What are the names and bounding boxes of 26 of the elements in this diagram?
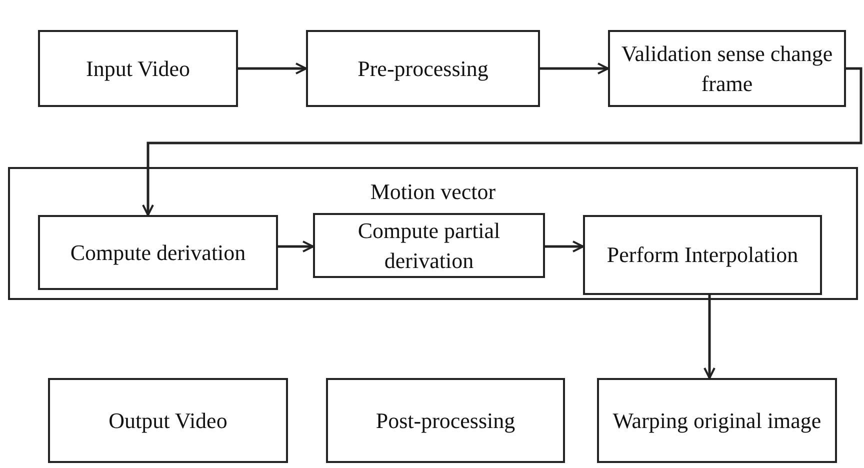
box-label: Compute derivation <box>69 238 247 267</box>
process-box <box>313 213 545 278</box>
box-label: Pre-processing <box>356 54 490 83</box>
process-box <box>583 215 822 295</box>
arrow <box>278 240 314 252</box>
group-box <box>8 167 858 300</box>
box-label: Post-processing <box>374 406 516 435</box>
arrow <box>545 240 584 252</box>
box-label: Validation sense change frame <box>620 40 834 98</box>
process-box <box>38 215 278 290</box>
process-box <box>48 378 288 463</box>
arrow <box>238 62 307 74</box>
process-box <box>597 378 837 463</box>
process-box <box>306 30 540 107</box>
process-box <box>38 30 238 107</box>
arrow <box>142 67 862 216</box>
group-title: Motion vector <box>369 178 497 206</box>
box-label: Perform Interpolation <box>606 241 800 270</box>
process-box <box>326 378 565 463</box>
box-label: Warping original image <box>612 406 822 435</box>
process-box <box>608 30 846 107</box>
box-label: Input Video <box>85 54 191 83</box>
box-label: Compute partial derivation <box>356 216 502 274</box>
box-label: Output Video <box>108 406 228 435</box>
arrow <box>704 295 716 379</box>
arrow <box>540 62 609 74</box>
